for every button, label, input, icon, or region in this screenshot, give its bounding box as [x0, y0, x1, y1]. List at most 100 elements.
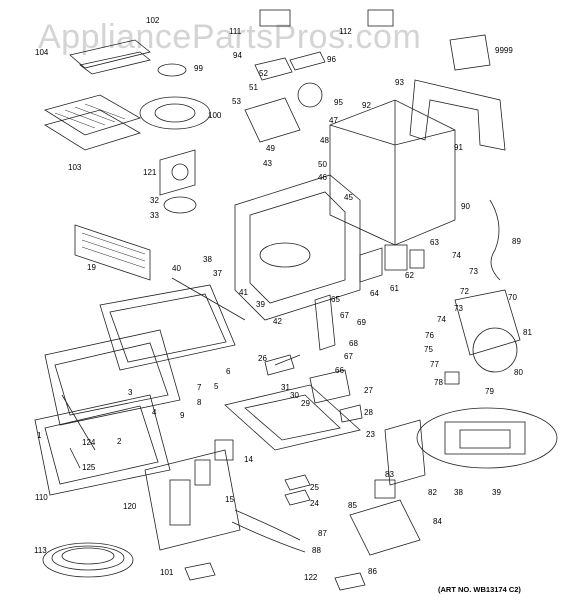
callout-label: 29 — [301, 399, 310, 408]
callout-label: 95 — [334, 98, 343, 107]
callout-label: 9 — [180, 411, 185, 420]
callout-label: 79 — [485, 387, 494, 396]
callout-label: 103 — [68, 163, 82, 172]
callout-label: 6 — [226, 367, 231, 376]
callout-label: 62 — [405, 271, 414, 280]
callout-label: 66 — [335, 366, 344, 375]
callout-label: 41 — [239, 288, 248, 297]
callout-label: 65 — [331, 295, 340, 304]
callout-label: 124 — [82, 438, 96, 447]
callout-label: 39 — [492, 488, 501, 497]
callout-label: 73 — [454, 304, 463, 313]
callout-label: 63 — [430, 238, 439, 247]
callout-label: 28 — [364, 408, 373, 417]
callout-label: 90 — [461, 202, 470, 211]
callout-label: 40 — [172, 264, 181, 273]
callout-label: 8 — [197, 398, 202, 407]
callout-label: 84 — [433, 517, 442, 526]
callout-label: 104 — [35, 48, 49, 57]
callout-label: 120 — [123, 502, 137, 511]
callout-label: 25 — [310, 483, 319, 492]
callout-label: 27 — [364, 386, 373, 395]
callout-label: 75 — [424, 345, 433, 354]
callout-label: 67 — [340, 311, 349, 320]
callout-label: 5 — [214, 382, 219, 391]
callout-label: 45 — [344, 193, 353, 202]
callout-label: 110 — [35, 493, 48, 502]
callout-label: 7 — [197, 383, 202, 392]
callout-label: 91 — [454, 143, 463, 152]
callout-label: 38 — [454, 488, 463, 497]
callout-label: 85 — [348, 501, 357, 510]
callout-label: 9999 — [495, 46, 513, 55]
callout-label: 68 — [349, 339, 358, 348]
callout-label: 47 — [329, 116, 338, 125]
callout-label: 88 — [312, 546, 321, 555]
callout-label: 94 — [233, 51, 242, 60]
callout-label: 113 — [34, 546, 47, 555]
callout-label: 96 — [327, 55, 336, 64]
callout-label: 81 — [523, 328, 532, 337]
callout-label: 15 — [225, 495, 234, 504]
callout-label: 74 — [452, 251, 461, 260]
callout-label: 33 — [150, 211, 159, 220]
callout-labels: 1 2 3 4 5 6 7 8 9 14 15 19 23 24 25 26 2… — [34, 16, 532, 582]
callout-label: 32 — [150, 196, 159, 205]
callout-label: 87 — [318, 529, 327, 538]
callout-label: 46 — [318, 173, 327, 182]
callout-label: 52 — [259, 69, 268, 78]
callout-label: 38 — [203, 255, 212, 264]
callout-label: 80 — [514, 368, 523, 377]
callout-label: 121 — [143, 168, 157, 177]
callout-label: 64 — [370, 289, 379, 298]
callout-label: 83 — [385, 470, 394, 479]
callout-label: 26 — [258, 354, 267, 363]
callout-label: 100 — [208, 111, 222, 120]
callout-label: 50 — [318, 160, 327, 169]
callout-label: 86 — [368, 567, 377, 576]
callout-label: 48 — [320, 136, 329, 145]
callout-label: 89 — [512, 237, 521, 246]
callout-label: 42 — [273, 317, 282, 326]
callout-label: 2 — [117, 437, 122, 446]
callout-label: 92 — [362, 101, 371, 110]
callout-label: 73 — [469, 267, 478, 276]
callout-label: 122 — [304, 573, 318, 582]
art-number: (ART NO. WB13174 C2) — [438, 585, 521, 594]
callout-label: 43 — [263, 159, 272, 168]
callout-label: 70 — [508, 293, 517, 302]
callout-label: 23 — [366, 430, 375, 439]
callout-label: 99 — [194, 64, 203, 73]
callout-label: 67 — [344, 352, 353, 361]
callout-label: 37 — [213, 269, 222, 278]
callout-label: 93 — [395, 78, 404, 87]
callout-label: 76 — [425, 331, 434, 340]
callout-label: 49 — [266, 144, 275, 153]
callout-label: 112 — [339, 27, 352, 36]
callout-label: 72 — [460, 287, 469, 296]
callout-label: 14 — [244, 455, 253, 464]
callout-label: 125 — [82, 463, 96, 472]
callout-label: 111 — [229, 27, 242, 36]
callout-label: 4 — [152, 408, 157, 417]
callout-label: 3 — [128, 388, 133, 397]
callout-label: 24 — [310, 499, 319, 508]
callout-label: 101 — [160, 568, 174, 577]
callout-label: 78 — [434, 378, 443, 387]
callout-label: 69 — [357, 318, 366, 327]
callout-label: 74 — [437, 315, 446, 324]
callout-label: 77 — [430, 360, 439, 369]
callout-label: 19 — [87, 263, 96, 272]
callout-label: 61 — [390, 284, 399, 293]
watermark: AppliancePartsPros.com — [38, 18, 421, 56]
callout-label: 53 — [232, 97, 241, 106]
callout-label: 30 — [290, 391, 299, 400]
part-sketches — [34, 9, 558, 591]
callout-label: 102 — [146, 16, 160, 25]
callout-label: 1 — [37, 431, 42, 440]
callout-label: 51 — [249, 83, 258, 92]
callout-label: 31 — [281, 383, 290, 392]
callout-label: 39 — [256, 300, 265, 309]
callout-label: 82 — [428, 488, 437, 497]
